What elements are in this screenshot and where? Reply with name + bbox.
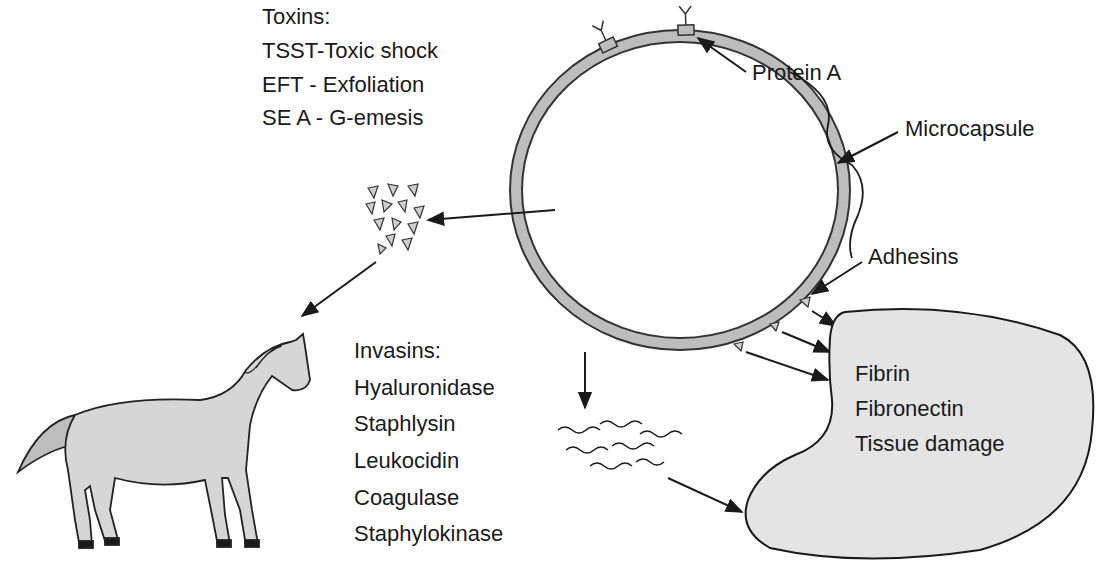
- protein-a-symbol: [591, 6, 695, 53]
- tissue-text: Tissue damage: [855, 426, 1005, 461]
- adhesin-particles: [734, 297, 810, 351]
- invasin-squiggles: [558, 421, 682, 469]
- invasin-item: Staphylokinase: [354, 521, 503, 547]
- part-label: Microcapsule: [905, 116, 1035, 142]
- part-label: Adhesins: [868, 244, 959, 270]
- tissue-shape: [746, 309, 1094, 559]
- invasin-item: Staphlysin: [354, 411, 456, 437]
- toxin-item: TSST-Toxic shock: [262, 38, 438, 64]
- tissue-text: Fibrin: [855, 356, 1005, 391]
- invasin-item: Leukocidin: [354, 448, 459, 474]
- toxin-particles: [366, 184, 424, 254]
- microcapsule-line: [790, 72, 863, 258]
- horse-illustration: [18, 334, 310, 548]
- part-label: Protein A: [752, 60, 841, 86]
- invasin-item: Coagulase: [354, 485, 459, 511]
- invasin-item: Hyaluronidase: [354, 375, 495, 401]
- tissue-region: FibrinFibronectinTissue damage: [738, 300, 1098, 565]
- toxin-item: SE A - G-emesis: [262, 105, 423, 131]
- bacterium-cell: [510, 30, 850, 350]
- toxin-heading: Toxins:: [262, 4, 330, 30]
- invasin-heading: Invasins:: [354, 338, 441, 364]
- toxin-item: EFT - Exfoliation: [262, 72, 424, 98]
- tissue-text: Fibronectin: [855, 391, 1005, 426]
